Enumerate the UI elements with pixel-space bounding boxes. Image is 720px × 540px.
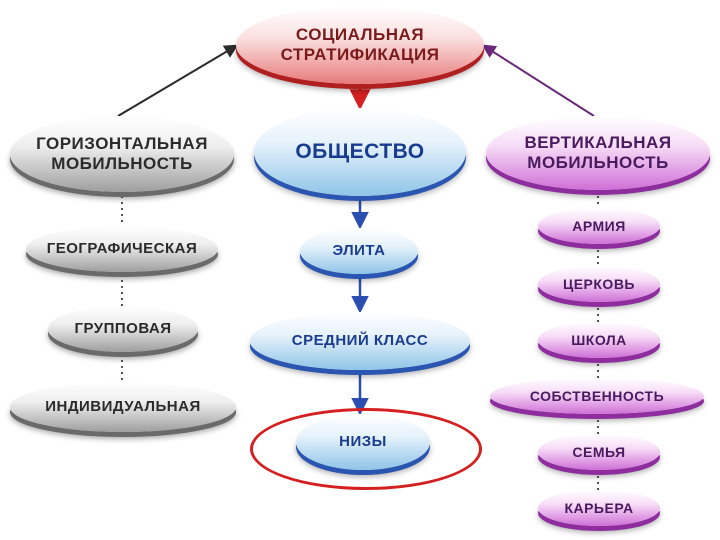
node-property: СОБСТВЕННОСТЬ: [490, 378, 704, 414]
node-vertical-mobility: ВЕРТИКАЛЬНАЯ МОБИЛЬНОСТЬ: [486, 116, 710, 190]
node-geographic: ГЕОГРАФИЧЕСКАЯ: [26, 226, 218, 272]
arrow-root-vertical: [481, 44, 595, 117]
node-group: ГРУППОВАЯ: [48, 306, 198, 352]
node-school: ШКОЛА: [538, 322, 660, 358]
node-horizontal-mobility: ГОРИЗОНТАЛЬНАЯ МОБИЛЬНОСТЬ: [10, 116, 234, 192]
node-family: СЕМЬЯ: [538, 434, 660, 470]
node-church: ЦЕРКОВЬ: [538, 266, 660, 302]
node-individual: ИНДИВИДУАЛЬНАЯ: [10, 382, 236, 432]
node-social-stratification: СОЦИАЛЬНАЯ СТРАТИФИКАЦИЯ: [236, 6, 484, 84]
node-elite: ЭЛИТА: [300, 228, 418, 274]
node-middle-class: СРЕДНИЙ КЛАСС: [250, 312, 470, 370]
arrow-root-horizontal: [117, 44, 239, 117]
node-society: ОБЩЕСТВО: [254, 108, 466, 196]
node-career: КАРЬЕРА: [538, 490, 660, 526]
highlight-ring-lower: [250, 408, 482, 490]
node-army: АРМИЯ: [538, 208, 660, 244]
